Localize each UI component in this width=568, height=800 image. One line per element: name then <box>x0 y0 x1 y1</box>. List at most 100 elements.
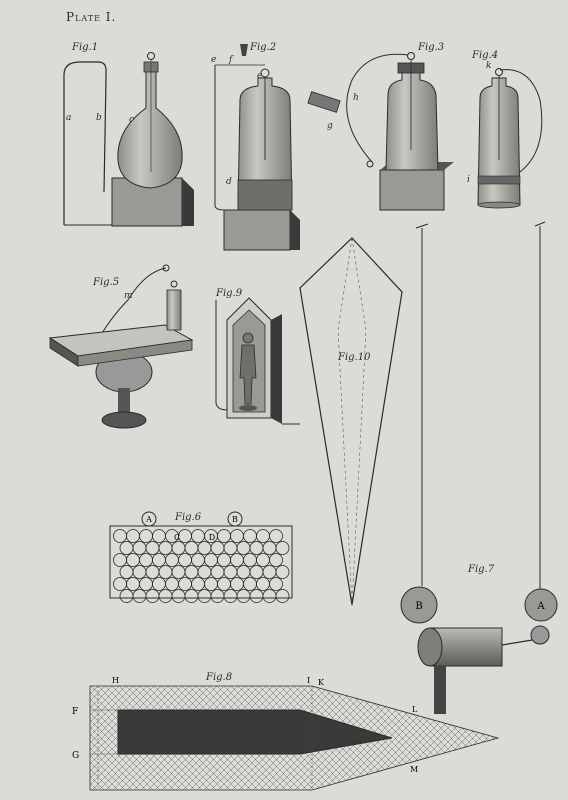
jar-knob <box>260 68 270 78</box>
label-h: H <box>112 676 119 685</box>
curved-wire <box>499 69 543 173</box>
grid-ball <box>197 565 212 579</box>
grid-ball <box>275 565 290 579</box>
grid-ball <box>223 565 238 579</box>
side-wire <box>214 65 225 211</box>
pith-ball-b-label: B <box>415 601 422 612</box>
label-m: m <box>124 291 133 301</box>
fig-10-caption: Fig.10 <box>337 352 371 363</box>
fig-3: Fig.3 h g <box>307 42 454 211</box>
grid-ball <box>126 577 140 591</box>
label-f: f <box>228 55 234 65</box>
fig-8-caption: Fig.8 <box>205 672 232 683</box>
pith-ball-a <box>524 588 558 622</box>
ball-d-label: D <box>209 533 215 542</box>
grid-ball <box>204 577 218 591</box>
grid-ball <box>262 589 277 603</box>
glass-flask <box>117 69 183 189</box>
label-i: I <box>307 676 310 685</box>
ball-b <box>227 511 243 527</box>
grid-ball <box>269 577 283 591</box>
ball-b-top: B <box>227 511 243 527</box>
jar-base <box>477 201 521 209</box>
grid-ball <box>132 589 147 603</box>
block-shadow <box>182 178 194 226</box>
fig-1: Fig.1 a b c <box>63 42 194 227</box>
fig-3-caption: Fig.3 <box>417 42 444 53</box>
grid-ball <box>230 577 244 591</box>
grid-ball <box>184 541 199 555</box>
discharger-ball <box>366 160 374 168</box>
conductor-stand <box>434 666 446 714</box>
grid-ball <box>249 541 264 555</box>
grid-ball <box>113 577 127 591</box>
label-l: L <box>412 705 418 714</box>
leyden-jar <box>385 69 439 171</box>
figure-head <box>242 332 254 344</box>
ball-a <box>141 511 157 527</box>
grid-ball <box>236 589 251 603</box>
small-jar <box>166 289 182 331</box>
kite-outline <box>299 237 403 606</box>
grid-ball <box>204 553 218 567</box>
jar-knob <box>495 68 503 76</box>
fig-9-caption: Fig.9 <box>215 288 243 299</box>
flask-knob <box>147 52 155 60</box>
figure-stand <box>239 405 257 411</box>
thread-hooks <box>415 221 546 229</box>
label-e-right: e <box>257 71 262 81</box>
grid-ball <box>178 577 192 591</box>
figure-body <box>239 344 257 405</box>
grid-ball <box>158 541 173 555</box>
fig-7-caption: Fig.7 <box>467 564 495 575</box>
small-cup <box>240 44 248 56</box>
grid-ball <box>119 541 134 555</box>
fig-6-caption: Fig.6 <box>174 512 202 523</box>
grid-ball <box>139 553 153 567</box>
label-e-left: e <box>211 55 216 65</box>
grid-ball <box>217 577 231 591</box>
grid-ball <box>184 565 199 579</box>
grid-ball <box>256 553 270 567</box>
pith-ball-b <box>400 586 438 624</box>
grid-ball <box>119 589 134 603</box>
case-side <box>271 314 282 424</box>
label-k: k <box>486 61 491 71</box>
grid-ball <box>152 577 166 591</box>
grid-ball <box>191 529 205 543</box>
grid-ball <box>145 565 160 579</box>
pith-ball-a-label: A <box>536 601 545 612</box>
fig-1-caption: Fig.1 <box>71 42 98 53</box>
jar-band <box>477 175 521 185</box>
grid-ball <box>171 565 186 579</box>
label-g: g <box>327 121 333 131</box>
grid-ball <box>197 589 212 603</box>
grid-ball <box>113 553 127 567</box>
fig-2-caption: Fig.2 <box>249 42 276 53</box>
label-i: i <box>467 175 470 185</box>
fig-8: Fig.8 H F G I K L M <box>72 672 500 791</box>
grid-ball <box>275 589 290 603</box>
grid-ball <box>145 541 160 555</box>
side-wire <box>215 300 229 411</box>
grid-ball <box>171 541 186 555</box>
grid-ball <box>249 565 264 579</box>
tray <box>109 525 293 599</box>
grid-ball <box>197 541 212 555</box>
label-d: d <box>226 177 232 187</box>
fig-5-caption: Fig.5 <box>92 277 119 288</box>
fig-5: Fig.5 m <box>48 264 194 429</box>
grid-ball <box>126 529 140 543</box>
grid-ball <box>145 589 160 603</box>
grid-ball <box>139 529 153 543</box>
grid-ball <box>178 529 192 543</box>
grid-ball <box>223 589 238 603</box>
grid-ball <box>152 529 166 543</box>
grid-ball <box>217 553 231 567</box>
grid-ball <box>256 577 270 591</box>
grid-ball <box>210 589 225 603</box>
jar-knob <box>407 52 415 60</box>
discharger-handle <box>307 91 341 113</box>
label-c: c <box>129 115 134 125</box>
